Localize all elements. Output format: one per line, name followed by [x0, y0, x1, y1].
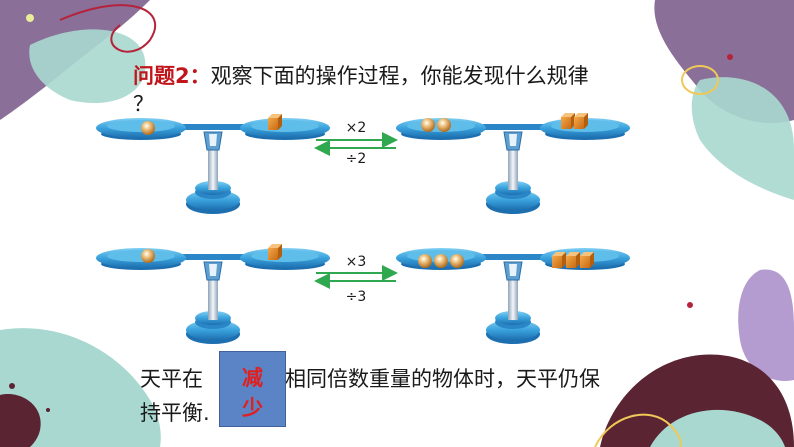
scale-row2-right: [395, 247, 631, 345]
decor-blob-teal-bottomleft: [0, 328, 161, 447]
scale-row1-left: [95, 114, 331, 215]
ball: [450, 254, 464, 268]
ball: [418, 254, 432, 268]
decor-ring-yellow: [681, 65, 719, 95]
answer-box[interactable]: 减 少: [219, 351, 286, 427]
answer-char-2: 少: [242, 396, 263, 420]
decor-dot-bottomleft-2: [46, 408, 50, 412]
question-text: 观察下面的操作过程，你能发现什么规律: [210, 64, 589, 88]
cube: [566, 252, 580, 268]
cube: [552, 252, 566, 268]
op-label-backward-row2: ÷3: [346, 289, 367, 305]
conclusion-text: 天平在 相同倍数重量的物体时，天平仍保持平衡.: [140, 362, 660, 430]
cube: [574, 113, 588, 129]
decor-blob-teal-bottomright: [650, 409, 785, 447]
decor-blob-teal-topright: [691, 77, 794, 200]
conclusion-part2: 相同倍数重量的物体时，天平仍保: [285, 367, 600, 391]
conclusion-part3: 持平衡.: [140, 401, 210, 425]
decor-curve-red-topleft: [59, 4, 157, 53]
cube: [561, 113, 575, 129]
question-tail: ？: [133, 92, 154, 116]
op-label-forward-row1: ×2: [346, 120, 367, 136]
decor-dot-red-topright: [727, 54, 733, 60]
question-title: 问题2：观察下面的操作过程，你能发现什么规律 ？: [133, 62, 673, 118]
question-tag: 问题2：: [133, 64, 211, 88]
cube: [268, 114, 282, 130]
op-label-forward-row2: ×3: [346, 254, 367, 270]
decor-blob-maroon-bottomleft: [0, 394, 41, 447]
ball: [141, 249, 155, 263]
cube: [580, 252, 594, 268]
decor-dot-topleft: [26, 14, 34, 22]
ball: [434, 254, 448, 268]
conclusion-part1: 天平在: [140, 367, 203, 391]
ball: [437, 118, 451, 132]
decor-dot-bottomleft-1: [9, 383, 15, 389]
ball: [141, 121, 155, 135]
op-label-backward-row1: ÷2: [346, 151, 367, 167]
decor-curve-yellow-bottomright: [594, 413, 682, 447]
decor-blob-purple-bottomright: [738, 269, 794, 381]
decor-dot-bottomright: [687, 302, 693, 308]
answer-char-1: 减: [242, 366, 263, 390]
cube: [268, 244, 282, 260]
scale-row2-left: [95, 244, 331, 345]
ball: [421, 118, 435, 132]
scale-row1-right: [395, 113, 631, 215]
